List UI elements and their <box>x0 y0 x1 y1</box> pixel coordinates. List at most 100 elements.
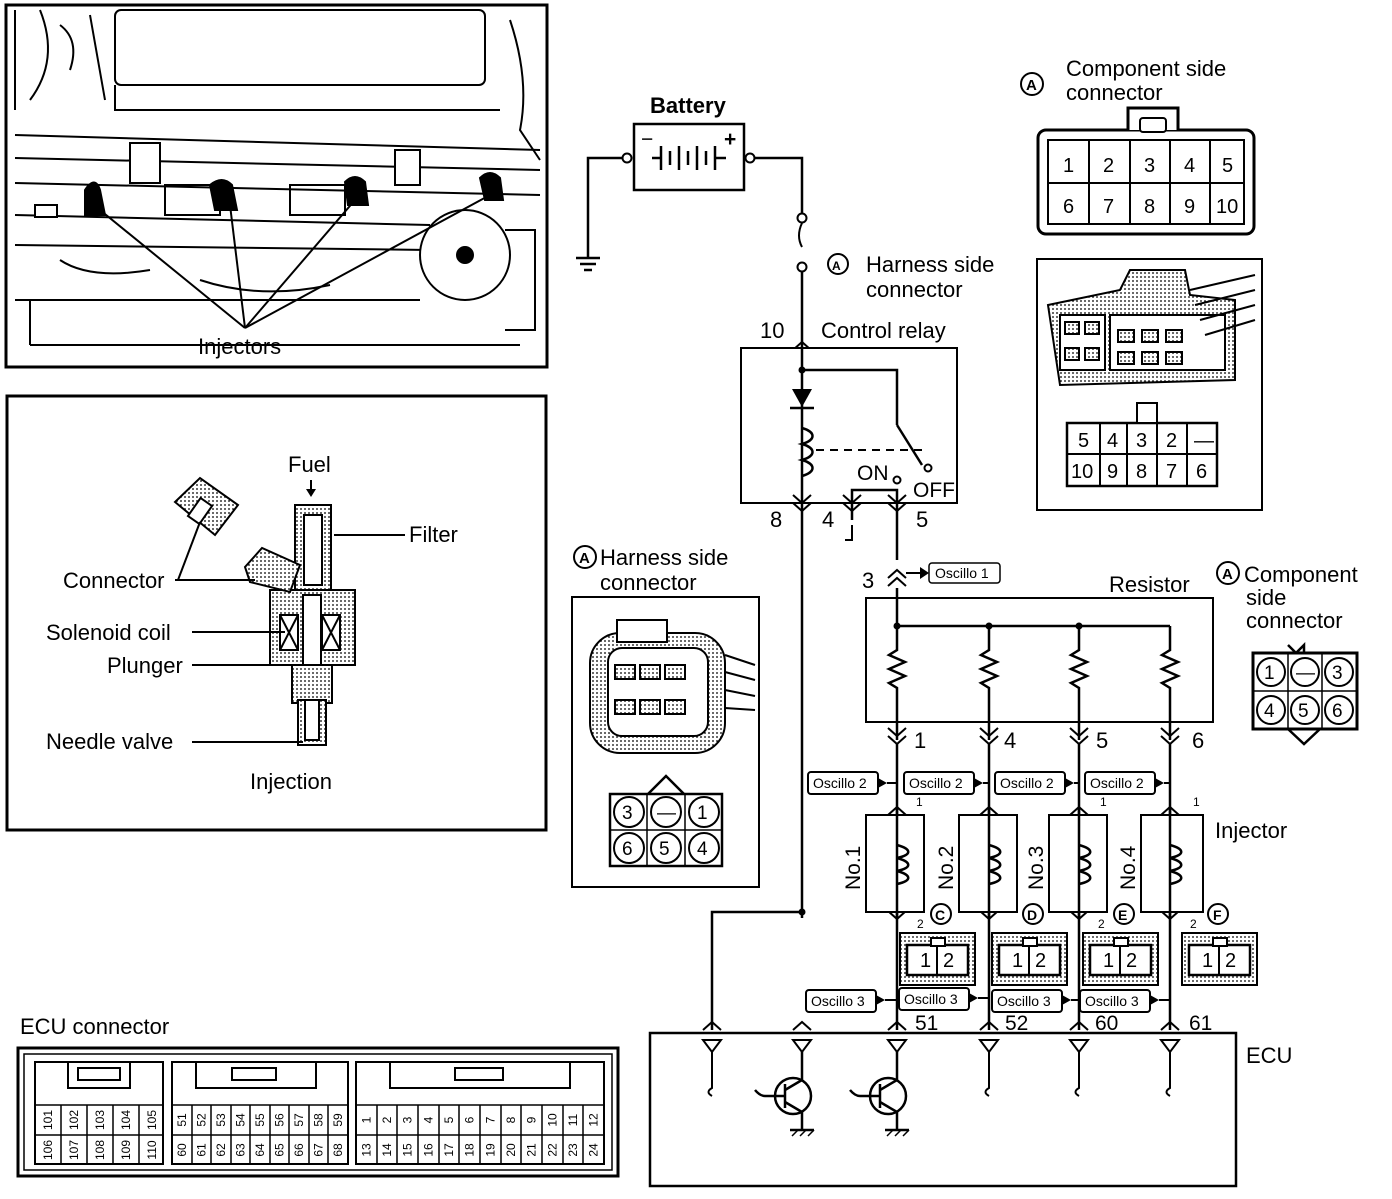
ecu-transistors <box>754 1052 909 1132</box>
harness-top-pin: 6 <box>1196 461 1207 483</box>
component-top-pin: 6 <box>1063 196 1074 218</box>
component-top-pin: 3 <box>1144 155 1155 177</box>
harness-top-badge: A <box>832 259 841 273</box>
connector-badge-f: F <box>1213 907 1222 923</box>
ecu-connector-pin: 102 <box>67 1110 81 1130</box>
relay-diode <box>792 389 812 407</box>
ecu-connector-pin: 64 <box>253 1143 267 1157</box>
osc1-pointer <box>920 567 929 579</box>
connector-pin: 1 <box>1012 950 1023 972</box>
ecu-connector-pin: 20 <box>504 1143 518 1157</box>
fuel-arrow-head <box>306 489 316 497</box>
resistor-out-arrows <box>887 727 1180 746</box>
ecu-connector-pin: 62 <box>214 1143 228 1157</box>
injector-connector-plugs: 1 2 1 2 1 2 <box>899 932 1258 986</box>
resistor-pin3-arrow <box>887 568 907 587</box>
oscillo-1-tag <box>928 562 1001 584</box>
injector-terminal-1: 1 <box>916 795 923 809</box>
component-right-pin: 3 <box>1332 663 1343 684</box>
ecu-connector-pin: 67 <box>311 1143 325 1157</box>
injector-connector-badges: C D E F <box>930 903 1229 925</box>
component-top-badge: A <box>1026 77 1037 94</box>
component-right-pin: 6 <box>1332 701 1343 722</box>
component-right-line2: side <box>1246 585 1286 610</box>
relay-pin-5: 5 <box>916 507 928 532</box>
connector-c: 1 2 <box>899 932 976 986</box>
ecu-label: ECU <box>1246 1043 1292 1068</box>
component-right-pin: — <box>1296 663 1315 684</box>
ecu-connector-pin: 18 <box>463 1143 477 1157</box>
oscillo-2-label: Oscillo 2 <box>813 775 867 791</box>
ecu-connector-pin: 110 <box>145 1140 159 1159</box>
connector-f: 1 2 <box>1181 932 1258 986</box>
relay-coil <box>797 426 814 478</box>
battery-minus: − <box>641 128 653 151</box>
component-right-badge: A <box>1222 566 1233 583</box>
harness-connector-middle: A Harness side connector 3 <box>571 545 760 888</box>
injector-terminal-2: 2 <box>1098 917 1105 931</box>
ecu-connector-pin: 13 <box>359 1143 373 1157</box>
oscillo-2-tags: Oscillo 2 Oscillo 2 Oscillo 2 Oscillo 2 <box>807 771 1170 795</box>
oscillo-2-label: Oscillo 2 <box>1090 775 1144 791</box>
connector-plug-drawing <box>173 476 240 537</box>
connector-pin: 1 <box>1103 950 1114 972</box>
injector-number: No.3 <box>1025 846 1048 890</box>
ecu-box <box>648 1031 1238 1188</box>
harness-mid-pin: 6 <box>622 839 633 860</box>
ecu-connector-pin: 105 <box>145 1110 159 1130</box>
harness-top-pin: 8 <box>1136 461 1147 483</box>
ecu-connector-pin: 10 <box>545 1113 559 1127</box>
ecu-power-branch <box>710 910 802 1030</box>
harness-top-pin: 2 <box>1166 430 1177 452</box>
ecu-connector-pin: 57 <box>292 1113 306 1127</box>
battery-label: Battery <box>650 93 727 118</box>
ecu-connector-pin: 5 <box>442 1116 456 1123</box>
control-relay-label: Control relay <box>821 318 946 343</box>
connector-pin: 2 <box>1225 950 1236 972</box>
ecu-connector-pin: 8 <box>504 1116 518 1123</box>
connector-pin: 2 <box>943 950 954 972</box>
needle-valve-label: Needle valve <box>46 729 173 754</box>
filter-label: Filter <box>409 522 458 547</box>
harness-top-pin: 3 <box>1136 430 1147 452</box>
relay-junction <box>798 366 806 374</box>
component-right-pin: 5 <box>1298 701 1309 722</box>
relay-contact-on <box>892 475 902 485</box>
injector-number: No.1 <box>842 846 865 890</box>
injectors-label: Injectors <box>198 334 281 359</box>
harness-mid-line2: connector <box>600 570 697 595</box>
ecu-pin: 51 <box>915 1012 938 1035</box>
oscillo-2-label: Oscillo 2 <box>909 775 963 791</box>
component-right-line1: Component <box>1244 562 1358 587</box>
injector-terminal-2: 2 <box>1190 917 1197 931</box>
injector-location-panel: Injectors <box>4 3 549 369</box>
harness-top-pin: — <box>1194 430 1214 452</box>
ecu-connector-pin: 108 <box>93 1140 107 1160</box>
component-top-pin: 5 <box>1222 155 1233 177</box>
ecu-connector-pin: 9 <box>525 1116 539 1123</box>
connector-badge-c: C <box>935 907 945 923</box>
ecu-connector-pin: 15 <box>401 1143 415 1157</box>
ecu-connector-pin: 17 <box>442 1143 456 1157</box>
ecu-connector: ECU connector <box>16 1014 620 1178</box>
ecu-connector-pin: 4 <box>421 1116 435 1123</box>
connector-pin: 1 <box>920 950 931 972</box>
ecu-input-arrows <box>702 1020 1180 1031</box>
resistor-label: Resistor <box>1109 572 1190 597</box>
ecu-connector-pin: 24 <box>587 1143 601 1157</box>
ground-icon <box>576 256 600 272</box>
injector-label: Injector <box>1215 818 1287 843</box>
component-top-line2: connector <box>1066 80 1163 105</box>
component-right-pin: 4 <box>1264 701 1275 722</box>
component-top-line1: Component side <box>1066 56 1226 81</box>
connector-pin: 2 <box>1035 950 1046 972</box>
harness-top-pin-grid: 5 4 3 2 — 10 9 8 7 6 <box>1065 402 1219 488</box>
component-right-line3: connector <box>1246 608 1343 633</box>
ecu-connector-pin: 106 <box>41 1140 55 1160</box>
ecu-pin: 61 <box>1189 1012 1212 1035</box>
component-top-pin: 9 <box>1184 196 1195 218</box>
ecu-ground-hatch <box>791 1129 910 1137</box>
ecu-connector-pin: 2 <box>380 1116 394 1123</box>
injector-number: No.2 <box>935 846 958 890</box>
